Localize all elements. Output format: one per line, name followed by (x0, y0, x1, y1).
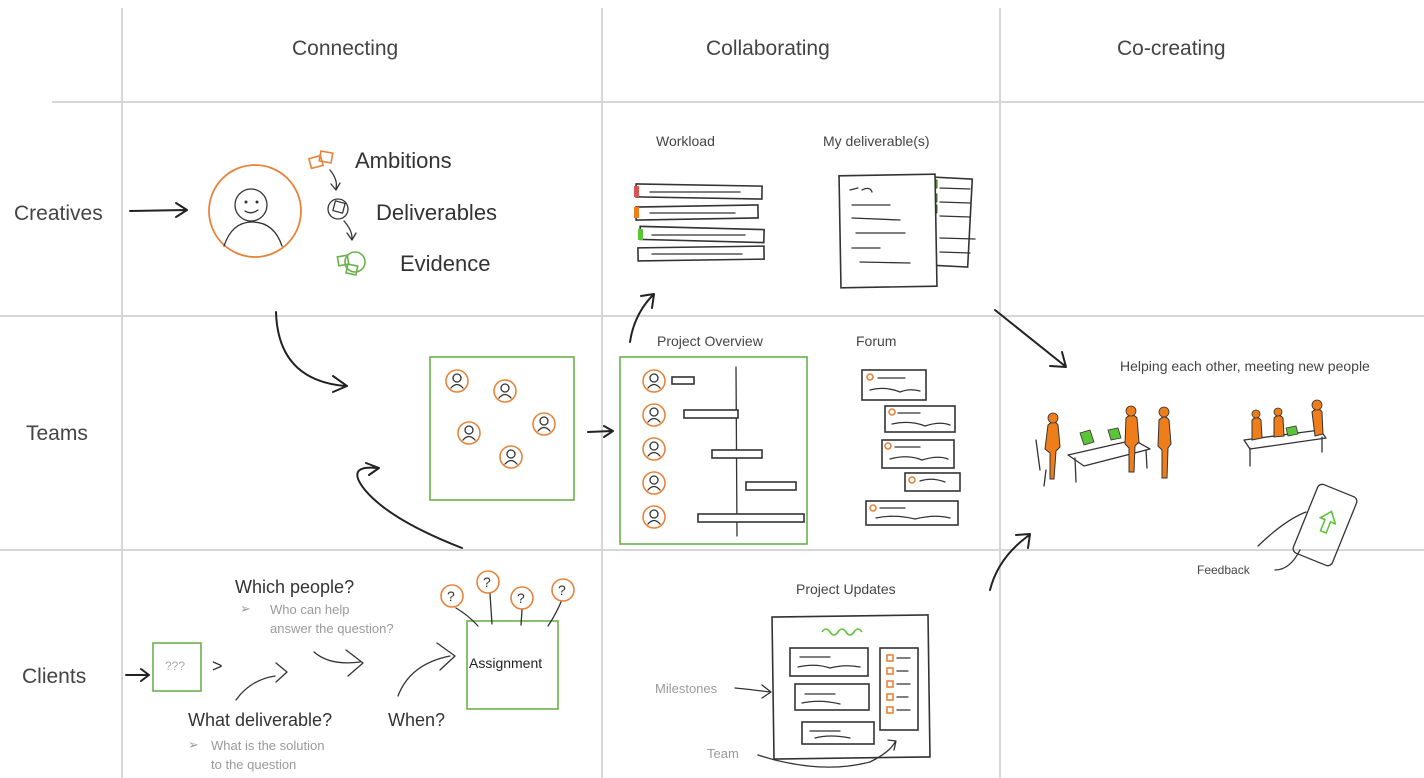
project-overview-sketch (642, 366, 805, 537)
team-label: Team (707, 746, 739, 761)
evidence-icon (336, 251, 366, 276)
when-label: When? (388, 710, 445, 730)
svg-text:?: ? (447, 588, 455, 604)
question-mark-icons: ? ? ? ? (440, 570, 575, 627)
column-header-collaborating: Collaborating (706, 37, 830, 60)
gt-symbol: > (212, 656, 223, 676)
deliverables-icon (327, 198, 349, 220)
workload-label: Workload (656, 133, 715, 149)
phone-feedback-icon (1257, 483, 1358, 571)
assignment-label: Assignment (469, 655, 542, 671)
project-updates-label: Project Updates (796, 581, 896, 597)
arrow-icon (989, 533, 1031, 591)
arrow-icon (587, 425, 614, 438)
svg-text:?: ? (558, 582, 566, 598)
project-overview-box (619, 356, 808, 545)
assignment-box (466, 620, 559, 710)
feedback-label: Feedback (1197, 563, 1251, 577)
arrow-icon (275, 311, 348, 393)
my-deliverables-sketch (838, 173, 976, 289)
project-overview-label: Project Overview (657, 333, 764, 349)
arrow-icon (343, 220, 357, 241)
helping-label: Helping each other, meeting new people (1120, 358, 1370, 374)
arrow-icon (313, 649, 364, 677)
solution-text-1: What is the solution (211, 738, 324, 753)
who-can-help-text-2: answer the question? (270, 621, 394, 636)
column-header-co-creating: Co-creating (1117, 37, 1226, 60)
forum-label: Forum (856, 333, 896, 349)
my-deliverables-label: My deliverable(s) (823, 133, 930, 149)
team-member-icons (445, 369, 556, 469)
row-header-clients: Clients (22, 665, 86, 688)
project-updates-sketch (771, 614, 931, 760)
which-people-label: Which people? (235, 577, 354, 597)
bullet-icon: ➢ (240, 601, 251, 616)
row-header-teams: Teams (26, 422, 88, 445)
row-header-creatives: Creatives (14, 202, 103, 225)
arrow-icon (734, 684, 772, 699)
arrow-icon (329, 169, 341, 191)
arrow-icon (994, 309, 1067, 368)
arrow-icon (629, 293, 655, 343)
arrow-icon (757, 739, 897, 768)
deliverables-label: Deliverables (376, 200, 497, 225)
grid-lines (0, 8, 1424, 778)
ambitions-label: Ambitions (355, 148, 452, 173)
workload-sketch (634, 183, 765, 262)
svg-text:?: ? (517, 590, 525, 606)
team-box (429, 356, 575, 501)
who-can-help-text-1: Who can help (270, 602, 350, 617)
arrow-icon (235, 662, 288, 701)
unknown-box-label: ??? (165, 659, 185, 673)
forum-sketch (861, 369, 961, 526)
unknown-box (152, 642, 202, 692)
arrow-icon (397, 642, 456, 697)
solution-text-2: to the question (211, 757, 296, 772)
ambitions-icon (307, 150, 334, 170)
milestones-label: Milestones (655, 681, 718, 696)
what-deliverable-label: What deliverable? (188, 710, 332, 730)
arrow-icon (125, 668, 150, 682)
people-meeting-sketch (1035, 399, 1327, 487)
arrow-icon (129, 202, 188, 218)
bullet-icon: ➢ (188, 737, 199, 752)
column-header-connecting: Connecting (292, 37, 398, 60)
evidence-label: Evidence (400, 251, 491, 276)
arrow-icon (356, 462, 463, 549)
person-avatar-icon (208, 164, 302, 258)
svg-text:?: ? (483, 574, 491, 590)
